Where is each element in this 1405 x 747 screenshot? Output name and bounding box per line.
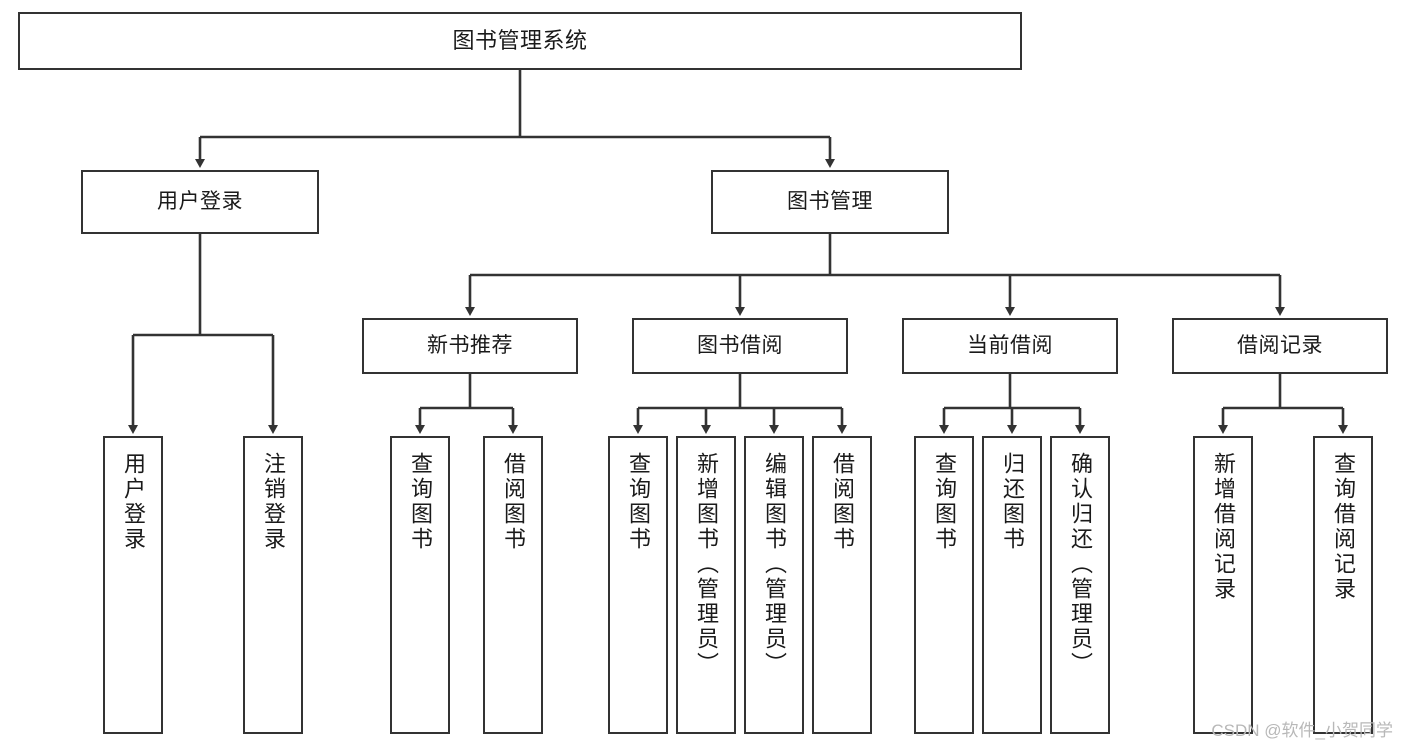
node-root-system[interactable]: 图书管理系统: [18, 12, 1022, 70]
node-label: 归还图书: [1000, 452, 1025, 552]
node-leaf-user-logout[interactable]: 注销登录: [243, 436, 303, 734]
node-label: 新增借阅记录: [1211, 452, 1236, 602]
node-book-borrow[interactable]: 图书借阅: [632, 318, 848, 374]
node-leaf-borrow-book-2[interactable]: 借阅图书: [812, 436, 872, 734]
node-book-management[interactable]: 图书管理: [711, 170, 949, 234]
node-leaf-query-record[interactable]: 查询借阅记录: [1313, 436, 1373, 734]
node-label: 确认归还（管理员）: [1068, 452, 1093, 677]
node-label: 用户登录: [157, 189, 243, 213]
node-label: 当前借阅: [967, 333, 1053, 357]
watermark-text: CSDN @软件_小贺同学: [1211, 721, 1393, 740]
node-label: 新书推荐: [427, 333, 513, 357]
node-label: 用户登录: [121, 452, 146, 552]
node-leaf-return-book[interactable]: 归还图书: [982, 436, 1042, 734]
node-label: 查询借阅记录: [1331, 452, 1356, 602]
node-label: 查询图书: [932, 452, 957, 552]
node-label: 注销登录: [261, 452, 286, 552]
node-label: 图书借阅: [697, 333, 783, 357]
node-leaf-confirm-return[interactable]: 确认归还（管理员）: [1050, 436, 1110, 734]
node-leaf-user-login[interactable]: 用户登录: [103, 436, 163, 734]
node-leaf-query-book-1[interactable]: 查询图书: [390, 436, 450, 734]
node-leaf-edit-book[interactable]: 编辑图书（管理员）: [744, 436, 804, 734]
node-leaf-query-book-2[interactable]: 查询图书: [608, 436, 668, 734]
node-leaf-add-book[interactable]: 新增图书（管理员）: [676, 436, 736, 734]
node-label: 图书管理系统: [452, 28, 588, 54]
node-borrow-record[interactable]: 借阅记录: [1172, 318, 1388, 374]
node-current-borrow[interactable]: 当前借阅: [902, 318, 1118, 374]
node-label: 借阅记录: [1237, 333, 1323, 357]
node-leaf-query-book-3[interactable]: 查询图书: [914, 436, 974, 734]
node-label: 图书管理: [787, 189, 873, 213]
node-label: 查询图书: [408, 452, 433, 552]
node-leaf-add-record[interactable]: 新增借阅记录: [1193, 436, 1253, 734]
node-label: 新增图书（管理员）: [694, 452, 719, 677]
node-label: 查询图书: [626, 452, 651, 552]
node-label: 借阅图书: [501, 452, 526, 552]
node-label: 编辑图书（管理员）: [762, 452, 787, 677]
node-new-book-recommend[interactable]: 新书推荐: [362, 318, 578, 374]
node-leaf-borrow-book-1[interactable]: 借阅图书: [483, 436, 543, 734]
node-user-login[interactable]: 用户登录: [81, 170, 319, 234]
node-label: 借阅图书: [830, 452, 855, 552]
